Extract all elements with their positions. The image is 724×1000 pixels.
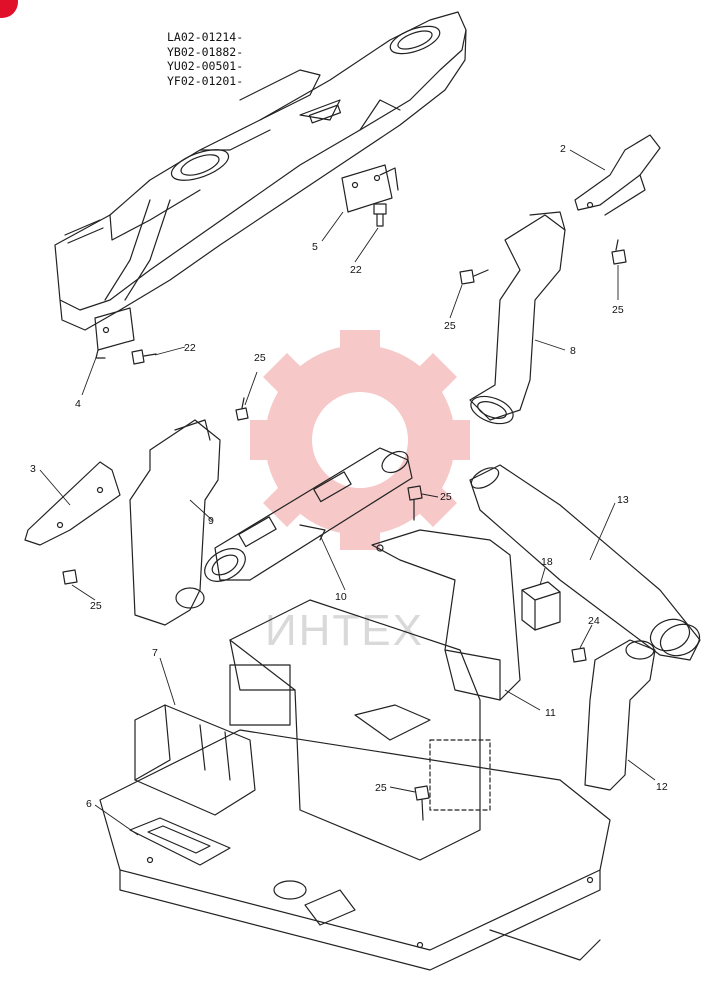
serial-number: YF02-01201-: [167, 73, 244, 88]
callout-22-upper: 22: [350, 264, 362, 276]
duct-8: [469, 211, 566, 425]
bracket-4: [94, 307, 135, 359]
bolt-25-duct9: [235, 397, 249, 421]
callout-11: 11: [545, 707, 556, 719]
heater-unit-7: [134, 704, 256, 816]
callout-6: 6: [86, 798, 92, 810]
callout-25-right-upper: 25: [612, 304, 624, 316]
bolt-22-upper: [373, 203, 387, 227]
callout-22-lower: 22: [184, 342, 196, 354]
duct-11: [371, 529, 521, 701]
callout-25-left: 25: [90, 600, 102, 612]
serial-number: YB02-01882-: [167, 44, 244, 59]
callout-2: 2: [560, 143, 566, 155]
callout-7: 7: [152, 647, 158, 659]
leader-lines: [39, 149, 656, 836]
bolt-24: [571, 647, 587, 663]
callout-25-duct11: 25: [440, 491, 452, 503]
bracket-2: [574, 134, 661, 216]
overhead-duct-assembly: [54, 11, 467, 331]
gasket-6: [129, 817, 231, 866]
bolt-25-floor: [414, 785, 430, 821]
duct-13: [469, 464, 701, 661]
serial-number: YU02-00501-: [167, 59, 244, 73]
callout-25-duct8: 25: [444, 320, 456, 332]
callout-25-duct9: 25: [254, 352, 266, 364]
serial-number: LA02-01214-: [167, 30, 244, 44]
bolt-25-left: [62, 569, 78, 585]
watermark-text: ИНТЕХ: [265, 606, 424, 655]
callout-18: 18: [541, 556, 553, 568]
callout-13: 13: [617, 494, 629, 506]
callout-12: 12: [656, 781, 668, 793]
callout-9: 9: [208, 515, 214, 527]
floor-base-assembly: [99, 599, 611, 971]
callout-24: 24: [588, 615, 600, 627]
callout-4: 4: [75, 398, 81, 410]
part-18-block: [521, 581, 561, 631]
duct-10: [204, 447, 413, 582]
bolt-22-lower: [131, 349, 157, 365]
duct-9: [129, 419, 221, 626]
corner-badge: [0, 0, 18, 18]
callout-labels: 2 3 4 5 6 7 8 9 10 11 12 13 18 22 22 24 …: [30, 143, 668, 810]
watermark-logo: [250, 330, 470, 550]
callout-10: 10: [335, 591, 347, 603]
bracket-3: [24, 461, 121, 546]
callout-3: 3: [30, 463, 36, 475]
bracket-5: [341, 164, 399, 213]
serial-number-list: LA02-01214- YB02-01882- YU02-00501- YF02…: [167, 30, 243, 88]
duct-12: [584, 639, 656, 791]
callout-8: 8: [570, 345, 576, 357]
bolt-25-duct8: [459, 269, 489, 285]
callout-25-floor: 25: [375, 782, 387, 794]
bolt-25-duct11: [407, 485, 423, 521]
callout-5: 5: [312, 241, 318, 253]
bolt-25-right-upper: [611, 239, 627, 265]
